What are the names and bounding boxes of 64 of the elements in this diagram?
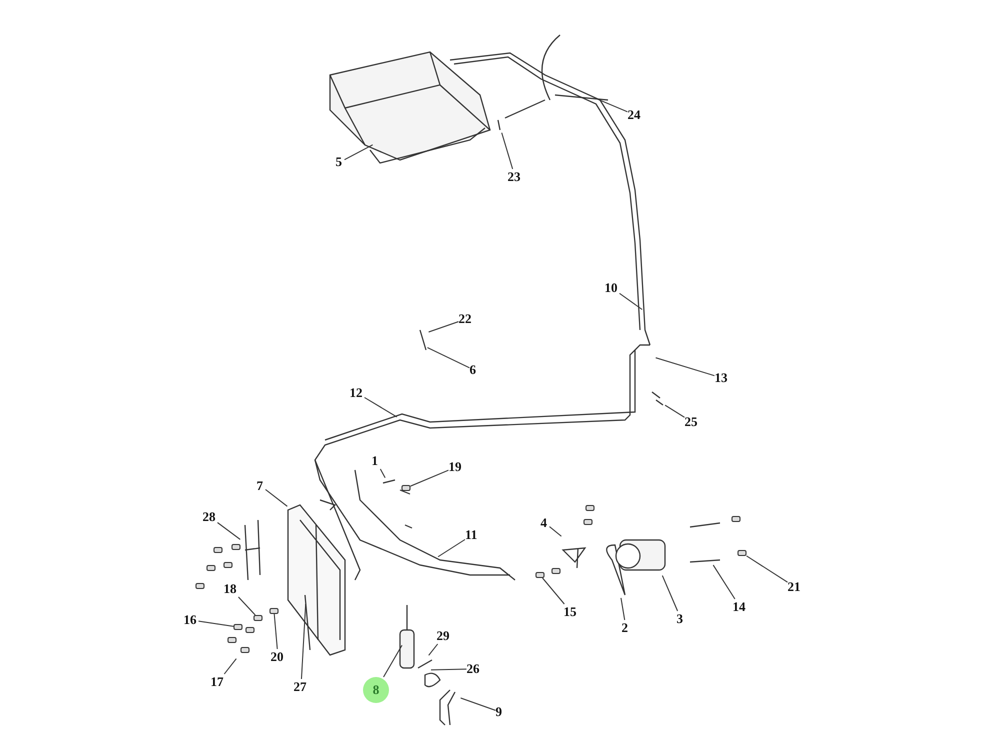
callout-number: 28 bbox=[202, 509, 216, 525]
leader-line bbox=[265, 488, 288, 507]
callout-number: 13 bbox=[714, 370, 728, 386]
callout-number: 20 bbox=[270, 649, 284, 665]
callout-number: 11 bbox=[465, 527, 478, 543]
callout-number: 26 bbox=[466, 661, 480, 677]
leader-line bbox=[595, 98, 628, 112]
callout-number: 24 bbox=[628, 107, 640, 123]
leader-line bbox=[501, 132, 514, 170]
leader-line bbox=[426, 347, 470, 368]
leader-line bbox=[746, 555, 788, 583]
leader-line bbox=[383, 644, 402, 678]
callout-number: 18 bbox=[224, 581, 236, 597]
leader-line bbox=[300, 604, 306, 680]
leader-line bbox=[274, 614, 278, 650]
callout-number: 17 bbox=[210, 674, 224, 690]
nut-icon bbox=[254, 615, 262, 621]
leader-line bbox=[542, 578, 565, 604]
callout-number: 25 bbox=[684, 414, 698, 430]
nut-icon bbox=[270, 608, 278, 614]
callout-number: 23 bbox=[508, 169, 520, 185]
leader-line bbox=[662, 575, 678, 612]
callout-number: 1 bbox=[372, 453, 378, 469]
callout-number: 6 bbox=[470, 362, 476, 378]
callout-number: 27 bbox=[294, 679, 306, 695]
leader-line bbox=[712, 564, 736, 600]
callout-number: 19 bbox=[448, 459, 462, 475]
leader-line bbox=[664, 404, 685, 418]
nut-icon bbox=[738, 550, 746, 556]
leader-line bbox=[224, 658, 237, 674]
leader-line bbox=[619, 292, 643, 310]
callout-number: 16 bbox=[184, 612, 196, 628]
callout-number: 9 bbox=[496, 704, 502, 720]
callout-number: 2 bbox=[622, 620, 628, 636]
leader-line bbox=[620, 597, 626, 620]
nut-icon bbox=[536, 572, 544, 578]
callout-number: 10 bbox=[604, 280, 618, 296]
nut-icon bbox=[234, 624, 242, 630]
callout-number: 3 bbox=[676, 611, 683, 627]
leader-line bbox=[428, 321, 459, 333]
leader-line bbox=[549, 526, 562, 537]
callout-number: 12 bbox=[350, 385, 362, 401]
callout-number: 21 bbox=[788, 579, 800, 595]
callout-number: 14 bbox=[732, 599, 746, 615]
leader-line bbox=[380, 468, 386, 478]
callout-number: 5 bbox=[336, 154, 342, 170]
callout-number: 8 bbox=[363, 677, 389, 703]
callout-number: 4 bbox=[540, 515, 547, 531]
leader-line bbox=[364, 397, 398, 418]
leader-line bbox=[238, 596, 256, 616]
leader-line bbox=[198, 620, 234, 627]
leader-line bbox=[655, 357, 715, 376]
callout-number: 22 bbox=[458, 311, 472, 327]
leader-line bbox=[428, 644, 438, 656]
leader-line bbox=[460, 698, 496, 711]
callout-number: 15 bbox=[564, 604, 576, 620]
leader-line bbox=[344, 144, 374, 160]
leader-line bbox=[438, 538, 466, 558]
callout-number: 7 bbox=[256, 478, 263, 494]
callout-number: 29 bbox=[436, 628, 450, 644]
leader-line bbox=[410, 470, 449, 487]
nut-icon bbox=[402, 485, 410, 491]
leader-line bbox=[430, 668, 467, 670]
leader-line bbox=[217, 522, 241, 540]
